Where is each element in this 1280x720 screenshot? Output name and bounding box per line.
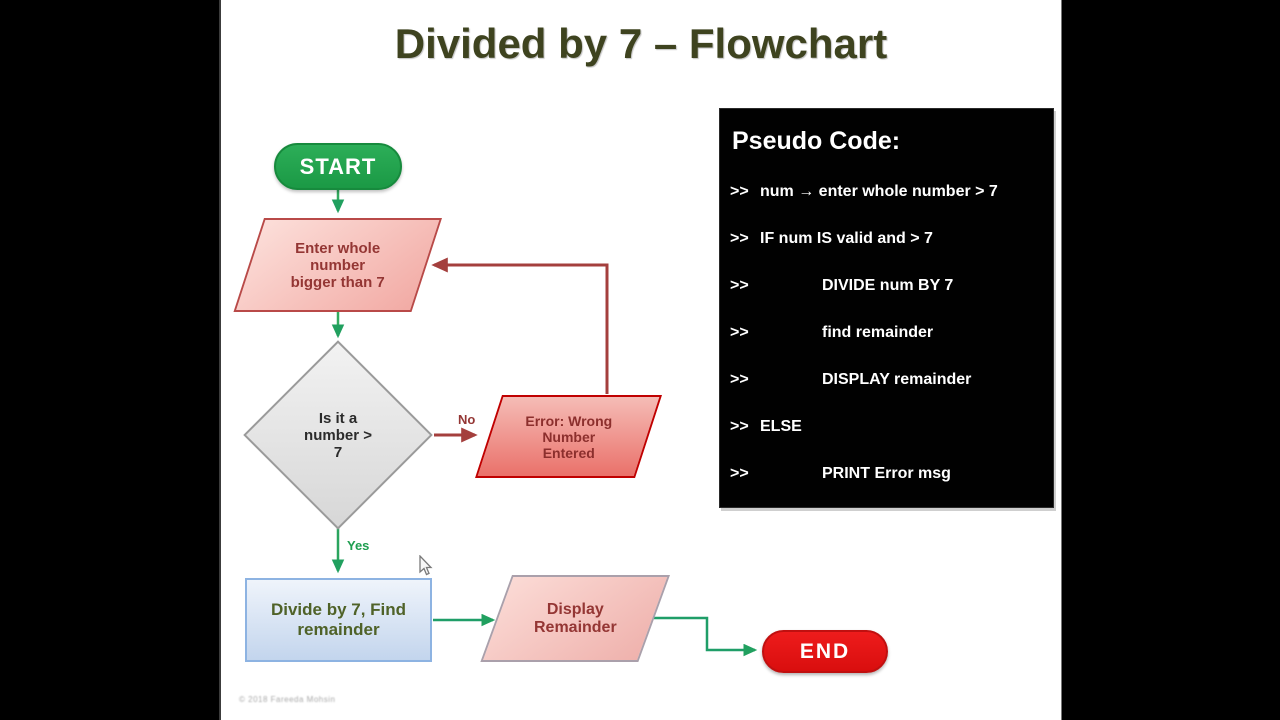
edge-label-yes: Yes bbox=[347, 538, 370, 553]
end-terminal: END bbox=[762, 630, 888, 673]
start-terminal: START bbox=[274, 143, 402, 190]
pseudo-code-line: >> DIVIDE num BY 7 bbox=[730, 275, 1043, 297]
line-prefix: >> bbox=[730, 371, 749, 388]
pseudo-code-line: >> find remainder bbox=[730, 322, 1043, 344]
display-label: Display Remainder bbox=[533, 600, 617, 636]
line-text: IF num IS valid and > 7 bbox=[760, 230, 933, 247]
end-label: END bbox=[799, 639, 851, 663]
error-label: Error: Wrong Number Entered bbox=[525, 412, 612, 461]
display-parallelogram: Display Remainder bbox=[480, 575, 670, 662]
line-text: DIVIDE num BY 7 bbox=[822, 277, 954, 294]
page-title: Divided by 7 – Flowchart bbox=[394, 20, 888, 67]
pseudo-code-line: >> num → enter whole number > 7 bbox=[730, 181, 1043, 203]
line-text: ELSE bbox=[760, 418, 802, 435]
pseudo-code-line: >> IF num IS valid and > 7 bbox=[730, 228, 1043, 250]
copyright-watermark: © 2018 Fareeda Mohsin bbox=[239, 695, 336, 704]
process-box: Divide by 7, Find remainder bbox=[245, 578, 432, 662]
input-label: Enter whole number bigger than 7 bbox=[290, 239, 385, 291]
edge-label-no: No bbox=[458, 412, 476, 427]
pseudo-code-heading: Pseudo Code: bbox=[732, 127, 901, 155]
start-label: START bbox=[299, 153, 377, 179]
pseudo-code-line: >> PRINT Error msg bbox=[730, 463, 1043, 485]
pseudo-code-line: >> DISPLAY remainder bbox=[730, 369, 1043, 391]
error-parallelogram: Error: Wrong Number Entered bbox=[475, 395, 662, 478]
line-text: DISPLAY remainder bbox=[822, 371, 972, 388]
line-prefix: >> bbox=[730, 465, 749, 482]
line-prefix: >> bbox=[730, 230, 749, 247]
line-prefix: >> bbox=[730, 277, 749, 294]
line-prefix: >> bbox=[730, 418, 749, 435]
input-parallelogram: Enter whole number bigger than 7 bbox=[233, 218, 442, 312]
pseudo-code-panel: Pseudo Code: >> num → enter whole number… bbox=[719, 108, 1054, 508]
line-prefix: >> bbox=[730, 324, 749, 341]
line-prefix: >> bbox=[730, 183, 749, 200]
mouse-cursor-icon bbox=[419, 555, 433, 576]
slide: Divided by 7 – Flowchart bbox=[219, 0, 1062, 720]
line-text: find remainder bbox=[822, 324, 934, 341]
line-text: num → enter whole number > 7 bbox=[760, 183, 998, 200]
process-label: Divide by 7, Find remainder bbox=[270, 600, 407, 639]
pseudo-code-line: >> ELSE bbox=[730, 416, 1043, 438]
line-text: PRINT Error msg bbox=[822, 465, 951, 482]
decision-label: Is it a number > 7 bbox=[304, 409, 372, 461]
